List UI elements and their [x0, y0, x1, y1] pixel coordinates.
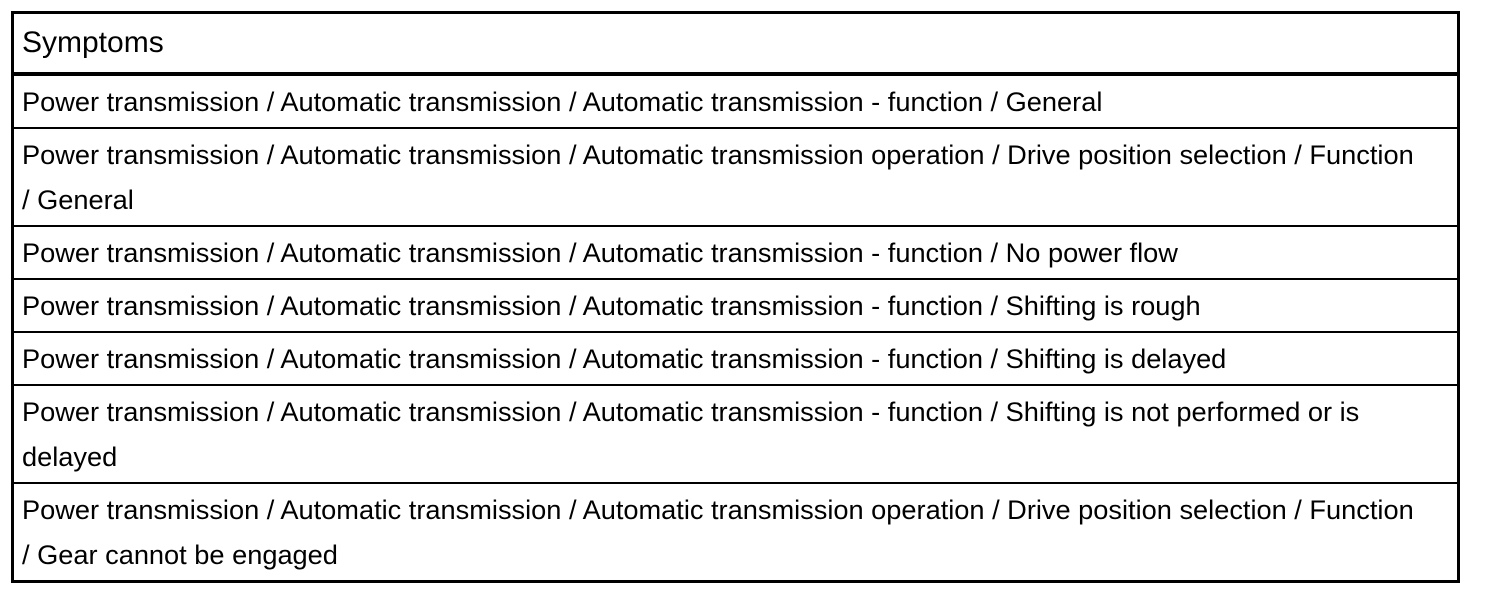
symptom-path-text: Power transmission / Automatic transmiss…: [22, 396, 1360, 472]
table-header: Symptoms: [14, 14, 1457, 76]
symptom-row[interactable]: Power transmission / Automatic transmiss…: [14, 484, 1457, 580]
symptoms-table: Symptoms Power transmission / Automatic …: [11, 11, 1460, 583]
symptom-path-text: Power transmission / Automatic transmiss…: [22, 139, 1414, 215]
symptom-path-text: Power transmission / Automatic transmiss…: [22, 343, 1227, 374]
symptom-path-text: Power transmission / Automatic transmiss…: [22, 494, 1414, 570]
symptom-row[interactable]: Power transmission / Automatic transmiss…: [14, 280, 1457, 333]
symptom-path-text: Power transmission / Automatic transmiss…: [22, 237, 1178, 268]
symptom-path-text: Power transmission / Automatic transmiss…: [22, 86, 1103, 117]
symptom-rows-container: Power transmission / Automatic transmiss…: [14, 76, 1457, 580]
symptom-row[interactable]: Power transmission / Automatic transmiss…: [14, 129, 1457, 227]
symptom-path-text: Power transmission / Automatic transmiss…: [22, 290, 1201, 321]
symptom-row[interactable]: Power transmission / Automatic transmiss…: [14, 227, 1457, 280]
symptom-row[interactable]: Power transmission / Automatic transmiss…: [14, 76, 1457, 129]
symptom-row[interactable]: Power transmission / Automatic transmiss…: [14, 333, 1457, 386]
symptom-row[interactable]: Power transmission / Automatic transmiss…: [14, 386, 1457, 484]
